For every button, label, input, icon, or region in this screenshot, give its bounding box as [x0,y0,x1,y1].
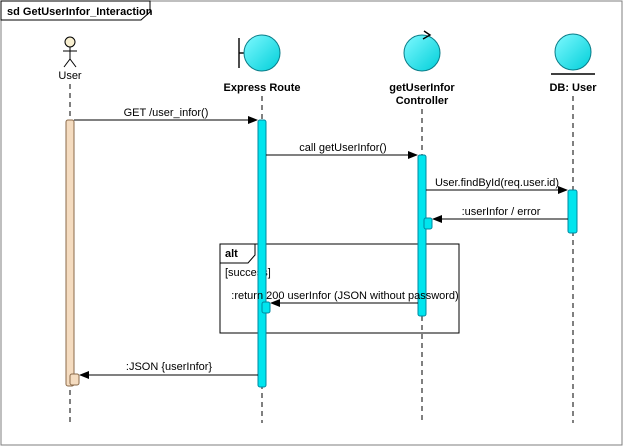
activation-controller [417,154,427,317]
activation-controller-nested [423,217,433,230]
message-label-user-infor-error: :userInfor / error [462,206,541,218]
lifeline-user-label: User [58,70,82,82]
message-label-find-by-id: User.findById(req.user.id) [435,177,559,189]
frame-title: sd GetUserInfor_Interaction [7,6,153,18]
alt-fragment-operator: alt [225,248,238,260]
activation-user-nested [69,373,80,386]
boundary-route-icon [238,34,281,72]
alt-fragment-tab [219,243,256,264]
lifeline-controller-label-line1: getUserInfor [389,82,455,94]
alt-fragment-box [219,243,460,334]
activation-db [567,189,578,234]
frame-title-tab [0,0,151,21]
activation-route [257,119,267,388]
message-label-json-user-infor: :JSON {userInfor} [126,361,213,373]
activation-user [65,119,75,387]
lifeline-controller-label-line2: Controller [396,95,449,107]
message-label-call-controller: call getUserInfor() [299,142,386,154]
lifeline-route-label: Express Route [223,82,300,94]
actor-user-icon [63,36,77,68]
control-controller-icon [403,30,441,72]
message-label-get-user-infor: GET /user_infor() [124,107,209,119]
lifeline-db-label: DB: User [549,82,597,94]
message-label-return-200: :return 200 userInfor (JSON without pass… [231,290,458,302]
entity-db-icon [551,33,595,75]
activation-route-nested [261,301,271,314]
